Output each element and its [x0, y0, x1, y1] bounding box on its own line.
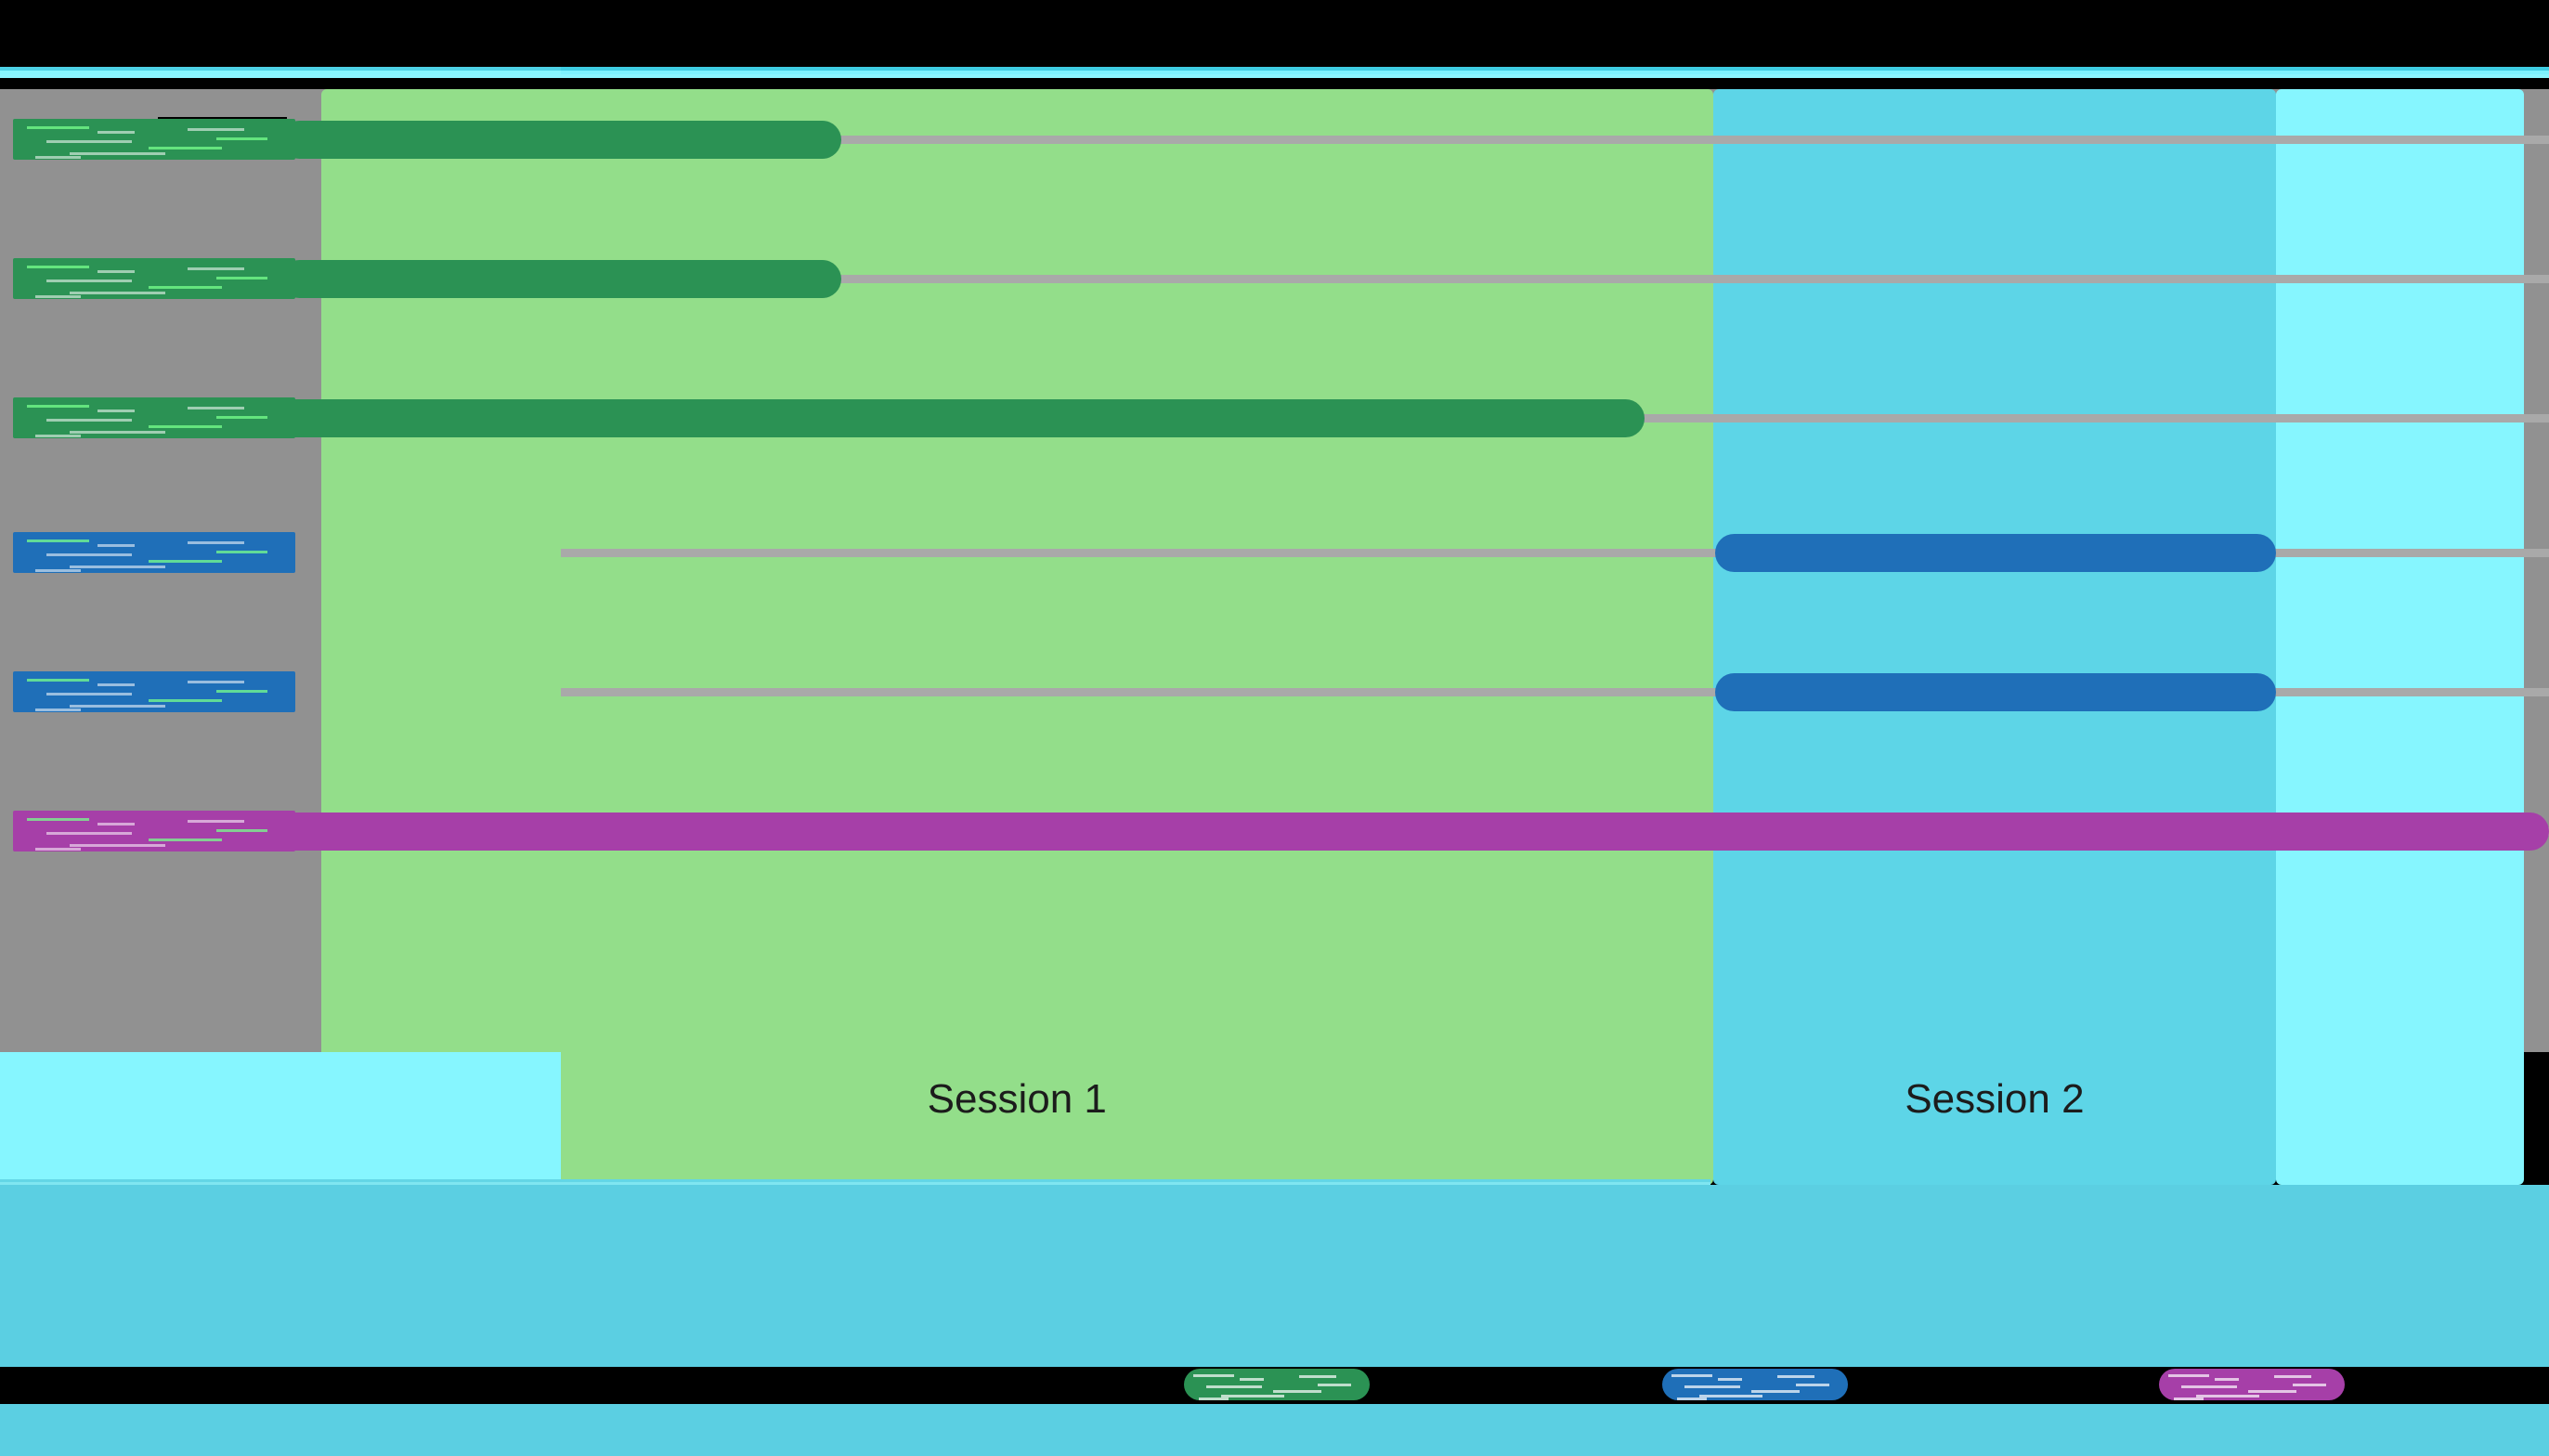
row-label-text: MetaSQL-B2	[22, 678, 167, 707]
row-label-text: MetaSQL-A2	[22, 265, 167, 293]
session-band-2	[1712, 89, 2277, 1185]
legend-item-2[interactable]: MetaSQL-B	[1662, 1367, 1848, 1404]
task-bar[interactable]	[280, 260, 841, 298]
row-label-5[interactable]: MetaSQL-B2	[13, 671, 295, 712]
redaction-overlay	[1662, 1369, 1848, 1401]
gridline-row-1	[561, 136, 2549, 144]
accent-stripe-full	[0, 74, 2549, 78]
legend-item-1[interactable]: MetaSQL-A	[1184, 1367, 1370, 1404]
gridline-row-2	[561, 275, 2549, 283]
footer-hairline-upper	[0, 1179, 1710, 1182]
task-bar[interactable]	[280, 121, 841, 159]
legend-swatch	[1662, 1369, 1848, 1401]
accent-stripe-left-outer	[0, 67, 561, 71]
redaction-overlay	[1184, 1369, 1370, 1401]
accent-stripe-left-inner	[0, 71, 561, 74]
legend-label: MetaSQL-C	[2159, 1367, 2286, 1404]
chart-legend: MetaSQL-A MetaSQL-B MetaSQL-C	[0, 1367, 2549, 1404]
row-label-panel: Target MetaSQL-A1MetaSQL-A2MetaSQL-A3Met…	[0, 89, 561, 1052]
task-bar[interactable]	[1715, 673, 2277, 711]
row-label-text: MetaSQL-A3	[22, 404, 167, 433]
legend-swatch	[2159, 1369, 2345, 1401]
row-label-2[interactable]: MetaSQL-A2	[13, 258, 295, 299]
redaction-overlay	[2159, 1369, 2345, 1401]
task-bar[interactable]	[150, 812, 2549, 851]
legend-label: MetaSQL-B	[1662, 1367, 1788, 1404]
gridline-row-5	[561, 688, 2549, 696]
task-bar[interactable]	[1715, 534, 2277, 572]
legend-label: MetaSQL-A	[1184, 1367, 1310, 1404]
row-label-text: MetaSQL-C1	[22, 817, 169, 846]
session-2-caption: Session 2	[1905, 1076, 2085, 1122]
session-band-3	[2276, 89, 2524, 1185]
row-label-text: MetaSQL-B1	[22, 539, 167, 567]
gridline-row-4	[561, 549, 2549, 557]
footer-band	[0, 1185, 2549, 1456]
footer-hairline-lower	[0, 1182, 1710, 1185]
row-label-4[interactable]: MetaSQL-B1	[13, 532, 295, 573]
row-label-3[interactable]: MetaSQL-A3	[13, 397, 295, 438]
legend-swatch	[1184, 1369, 1370, 1401]
row-label-6[interactable]: MetaSQL-C1	[13, 811, 295, 852]
footer-strip-left	[0, 1052, 561, 1185]
legend-item-3[interactable]: MetaSQL-C	[2159, 1367, 2345, 1404]
row-label-1[interactable]: MetaSQL-A1	[13, 119, 295, 160]
gantt-plot-area: Target MetaSQL-A1MetaSQL-A2MetaSQL-A3Met…	[0, 89, 2549, 1456]
task-bar[interactable]	[183, 399, 1645, 437]
top-margin	[0, 0, 2549, 67]
accent-stripe-right-inner	[561, 71, 2549, 74]
session-1-caption: Session 1	[927, 1076, 1107, 1122]
row-label-text: MetaSQL-A1	[22, 125, 167, 154]
accent-stripe-right-outer	[561, 67, 2549, 71]
